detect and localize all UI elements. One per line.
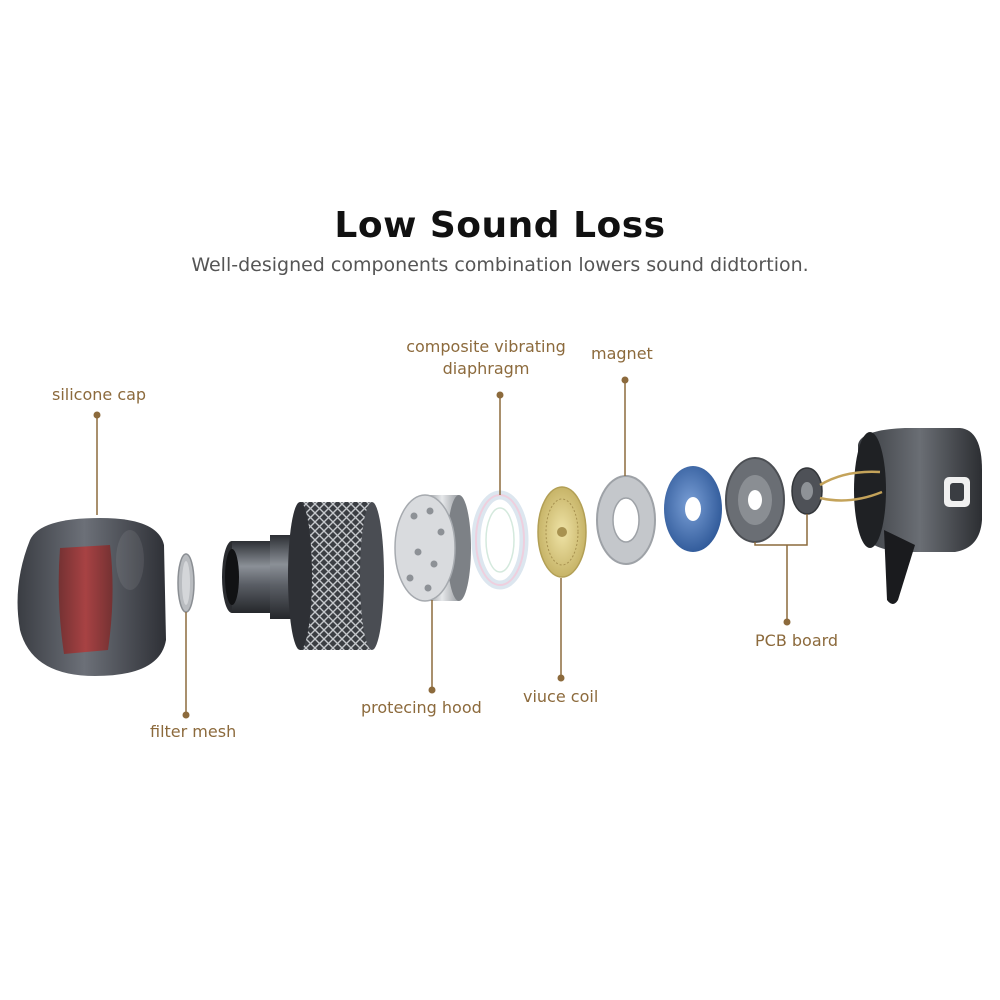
leader-lines bbox=[96, 380, 808, 715]
dot-pcb-board bbox=[783, 618, 791, 626]
label-voice-coil: viuce coil bbox=[523, 687, 599, 706]
blue-washer-part bbox=[664, 466, 722, 552]
label-pcb-board: PCB board bbox=[755, 631, 839, 650]
label-silicone-cap: silicone cap bbox=[52, 385, 147, 404]
wires bbox=[819, 470, 883, 502]
dot-diaphragm bbox=[496, 391, 504, 399]
dot-protecting-hood bbox=[428, 686, 436, 694]
nozzle-part bbox=[222, 502, 384, 650]
dot-voice-coil bbox=[557, 674, 565, 682]
dot-silicone-cap bbox=[93, 411, 101, 419]
housing-part bbox=[854, 428, 982, 604]
grey-disc-part bbox=[725, 457, 785, 543]
label-diaphragm: composite vibrating diaphragm bbox=[400, 336, 572, 380]
leader-pcb-board bbox=[754, 514, 808, 622]
filter-mesh-part bbox=[177, 553, 195, 613]
label-filter-mesh: filter mesh bbox=[150, 722, 237, 741]
silicone-cap-part bbox=[17, 518, 166, 676]
label-magnet: magnet bbox=[591, 344, 653, 363]
dot-filter-mesh bbox=[182, 711, 190, 719]
leader-dots bbox=[93, 376, 791, 719]
voice-coil-part bbox=[537, 486, 587, 578]
label-diaphragm-line1: composite vibrating bbox=[406, 337, 566, 356]
protecting-hood-part bbox=[394, 494, 471, 602]
page-subtitle: Well-designed components combination low… bbox=[191, 254, 809, 276]
label-diaphragm-line2: diaphragm bbox=[442, 359, 530, 378]
magnet-part bbox=[596, 475, 656, 565]
diaphragm-part bbox=[471, 490, 529, 590]
pcb-disc-part bbox=[791, 467, 823, 515]
dot-magnet bbox=[621, 376, 629, 384]
label-protecting-hood: protecing hood bbox=[361, 698, 482, 717]
page-title: Low Sound Loss bbox=[334, 205, 666, 246]
